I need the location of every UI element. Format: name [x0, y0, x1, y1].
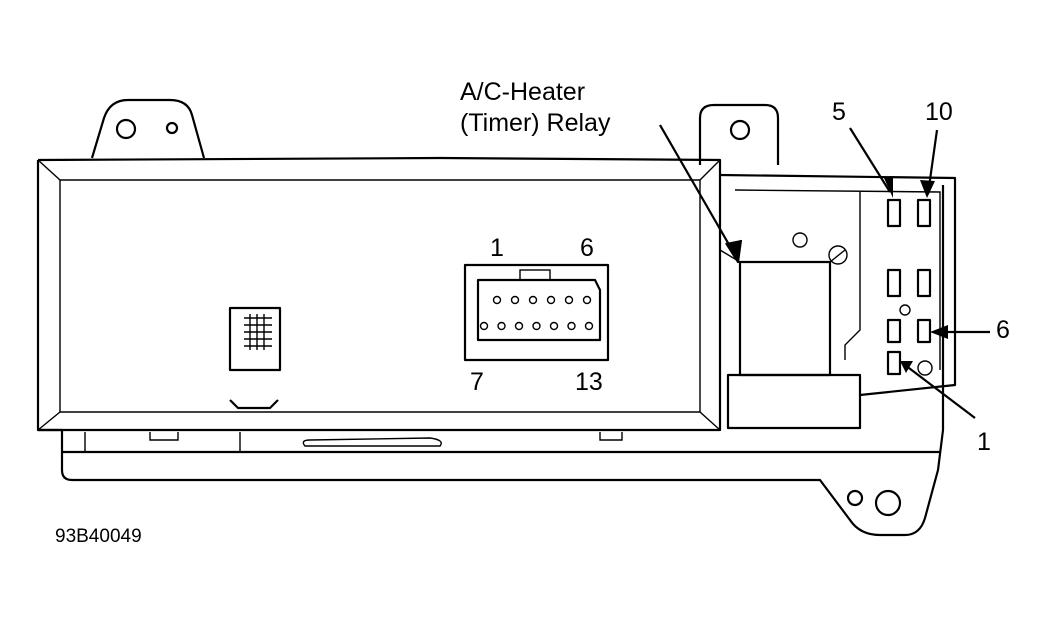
arrowhead — [725, 239, 743, 264]
mount-hole — [115, 118, 137, 140]
callout-6: 6 — [996, 316, 1010, 344]
connector-pin — [549, 321, 559, 331]
left-mount-tab — [90, 98, 206, 159]
connector-pin — [532, 321, 541, 331]
connector-pin — [564, 295, 574, 305]
connector-pin — [584, 321, 594, 331]
relay-body — [738, 260, 832, 377]
callout-5: 5 — [832, 98, 846, 126]
figure-id: 93B40049 — [55, 526, 142, 547]
relay-label-line2: (Timer) Relay — [460, 109, 611, 137]
terminal-compartment — [719, 173, 957, 397]
main-body — [36, 160, 945, 537]
callout-1: 1 — [977, 428, 991, 456]
terminal — [916, 268, 932, 298]
side-connector — [228, 306, 282, 372]
connector-pins — [479, 295, 594, 331]
connector-pin — [528, 295, 538, 305]
relay-base — [726, 373, 862, 430]
mount-hole — [874, 489, 902, 517]
connector-pin — [479, 321, 489, 331]
pin-label-1: 1 — [490, 234, 504, 262]
terminal-1 — [886, 350, 902, 376]
connector-face — [476, 278, 602, 342]
connector-13-pin — [463, 263, 610, 362]
right-mount-tab — [698, 103, 780, 165]
callout-10: 10 — [925, 98, 953, 126]
mount-hole — [729, 119, 751, 141]
terminal-5 — [886, 198, 902, 228]
connector-pin — [510, 295, 520, 305]
mount-hole — [165, 121, 179, 135]
terminal — [886, 318, 902, 344]
terminal — [886, 268, 902, 298]
terminal-10 — [916, 198, 932, 228]
body-inner-panel — [59, 179, 701, 413]
connector-pin — [514, 321, 524, 331]
pin-label-7: 7 — [470, 368, 484, 396]
pin-label-6: 6 — [580, 234, 594, 262]
terminal-6 — [916, 318, 932, 344]
pin-label-13: 13 — [575, 368, 603, 396]
relay-leader-line — [659, 124, 736, 256]
connector-pin — [582, 295, 592, 305]
connector-pin — [567, 321, 576, 331]
body-front — [37, 156, 722, 432]
relay-label-line1: A/C-Heater — [460, 78, 586, 106]
mount-hole — [846, 489, 864, 507]
connector-pin — [497, 321, 506, 331]
connector-pin — [492, 295, 502, 305]
leader-1 — [904, 364, 976, 419]
grille — [244, 314, 272, 350]
leader-5 — [849, 127, 891, 193]
connector-pin — [546, 295, 556, 305]
